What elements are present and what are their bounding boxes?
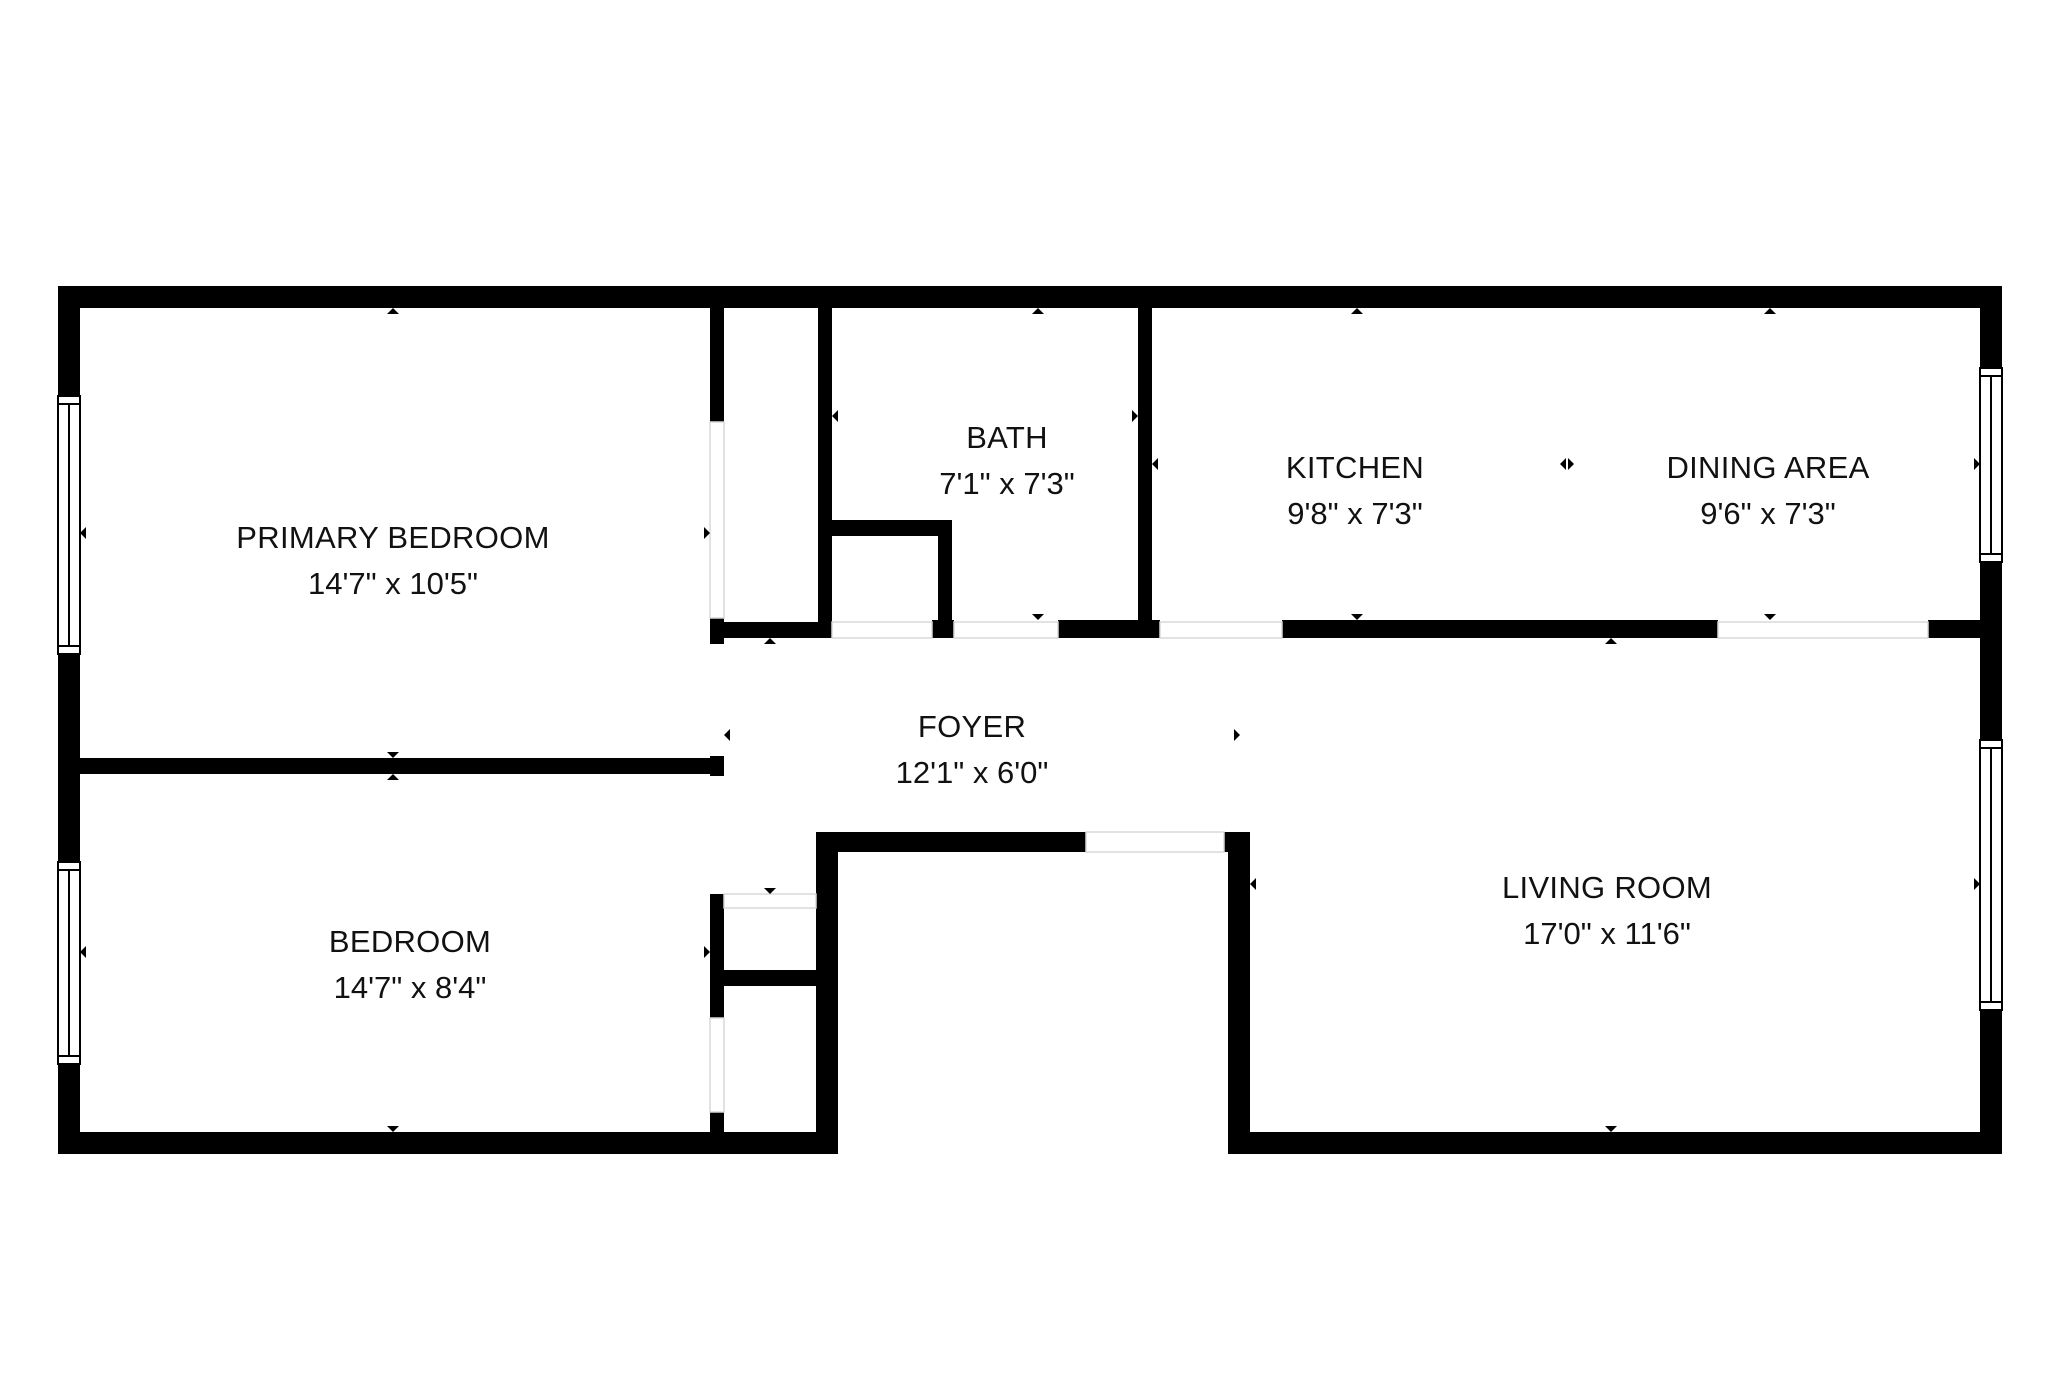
- marker: [1974, 878, 1980, 890]
- interior-walls: [80, 308, 1982, 1136]
- room-dimensions-dining-area: 9'6" x 7'3": [1700, 496, 1836, 531]
- wall-closet-top: [724, 622, 832, 638]
- window-primary-bedroom: [57, 395, 81, 655]
- wall-bath-fixture-right: [938, 520, 952, 630]
- openings: [709, 421, 1929, 1113]
- wall-lower-closet-left: [816, 894, 830, 1134]
- room-dimensions-bath: 7'1" x 7'3": [939, 466, 1075, 501]
- room-name-kitchen: KITCHEN: [1286, 450, 1424, 485]
- room-dimensions-foyer: 12'1" x 6'0": [896, 755, 1049, 790]
- opening-dining: [1717, 621, 1929, 639]
- wall-primary-right-lower: [710, 618, 724, 644]
- marker: [1351, 308, 1363, 314]
- wall-bedroom-divider-stub: [710, 756, 724, 776]
- marker: [1568, 458, 1574, 470]
- wall-kitchen-bottom-b: [1282, 620, 1718, 638]
- opening-kitchen: [1159, 621, 1283, 639]
- wall-bath-bottom-b: [1058, 620, 1152, 638]
- wall-lower-closet-mid: [724, 970, 828, 986]
- marker: [1605, 1126, 1617, 1132]
- entry-door: [1085, 831, 1225, 853]
- wall-bottom-left: [58, 1132, 838, 1154]
- room-dimensions-bedroom: 14'7" x 8'4": [334, 970, 487, 1005]
- room-name-dining-area: DINING AREA: [1666, 450, 1869, 485]
- room-dimensions-primary-bedroom: 14'7" x 10'5": [308, 566, 478, 601]
- room-name-bath: BATH: [966, 420, 1048, 455]
- wall-dining-bottom: [1928, 620, 1982, 638]
- marker: [1152, 458, 1158, 470]
- wall-bedroom-right-a: [710, 894, 724, 1018]
- room-name-living-room: LIVING ROOM: [1502, 870, 1712, 905]
- wall-bath-right: [1138, 308, 1152, 630]
- marker: [764, 888, 776, 894]
- room-name-bedroom: BEDROOM: [329, 924, 491, 959]
- room-name-foyer: FOYER: [918, 709, 1026, 744]
- marker: [1605, 638, 1617, 644]
- wall-bedrooms-divider: [80, 758, 724, 774]
- room-dimensions-living-room: 17'0" x 11'6": [1523, 916, 1691, 951]
- window-bedroom: [57, 861, 81, 1065]
- window-living-room: [1979, 739, 2003, 1011]
- marker: [80, 946, 86, 958]
- marker: [387, 308, 399, 314]
- marker: [1764, 308, 1776, 314]
- wall-notch-top-left: [816, 832, 1086, 852]
- marker: [1032, 308, 1044, 314]
- doorway-closet: [831, 621, 933, 639]
- marker: [1351, 614, 1363, 620]
- marker: [387, 752, 399, 758]
- wall-closet-left: [818, 308, 832, 630]
- marker: [1764, 614, 1776, 620]
- doorway-primary-bedroom: [709, 421, 725, 619]
- marker: [704, 527, 710, 539]
- dimension-markers: [80, 308, 1980, 1132]
- marker: [387, 774, 399, 780]
- marker: [1250, 878, 1256, 890]
- wall-bedroom-right-b: [710, 1112, 724, 1136]
- marker: [832, 410, 838, 422]
- room-labels: PRIMARY BEDROOM 14'7" x 10'5" BEDROOM 14…: [236, 420, 1869, 1005]
- room-name-primary-bedroom: PRIMARY BEDROOM: [236, 520, 549, 555]
- marker: [704, 946, 710, 958]
- wall-kitchen-bottom-a: [1138, 620, 1160, 638]
- marker: [1560, 458, 1566, 470]
- room-dimensions-kitchen: 9'8" x 7'3": [1287, 496, 1423, 531]
- marker: [1132, 410, 1138, 422]
- marker: [1032, 614, 1044, 620]
- marker: [764, 638, 776, 644]
- wall-top: [58, 286, 2002, 308]
- marker: [80, 527, 86, 539]
- wall-notch-right: [1228, 832, 1250, 1154]
- wall-bath-fixture-top: [828, 520, 952, 536]
- doorway-bath: [953, 621, 1059, 639]
- windows: [57, 367, 2003, 1065]
- marker: [387, 1126, 399, 1132]
- wall-primary-right-upper: [710, 308, 724, 422]
- wall-bottom-right: [1228, 1132, 2002, 1154]
- doorway-lower-closet: [723, 893, 817, 909]
- marker: [724, 729, 730, 741]
- wall-bath-bottom-a: [932, 620, 954, 638]
- marker: [1234, 729, 1240, 741]
- marker: [1974, 458, 1980, 470]
- doorway-bedroom: [709, 1017, 725, 1113]
- wall-notch-top-right: [1224, 832, 1250, 852]
- window-dining-area: [1979, 367, 2003, 563]
- exterior-walls: [58, 286, 2002, 1154]
